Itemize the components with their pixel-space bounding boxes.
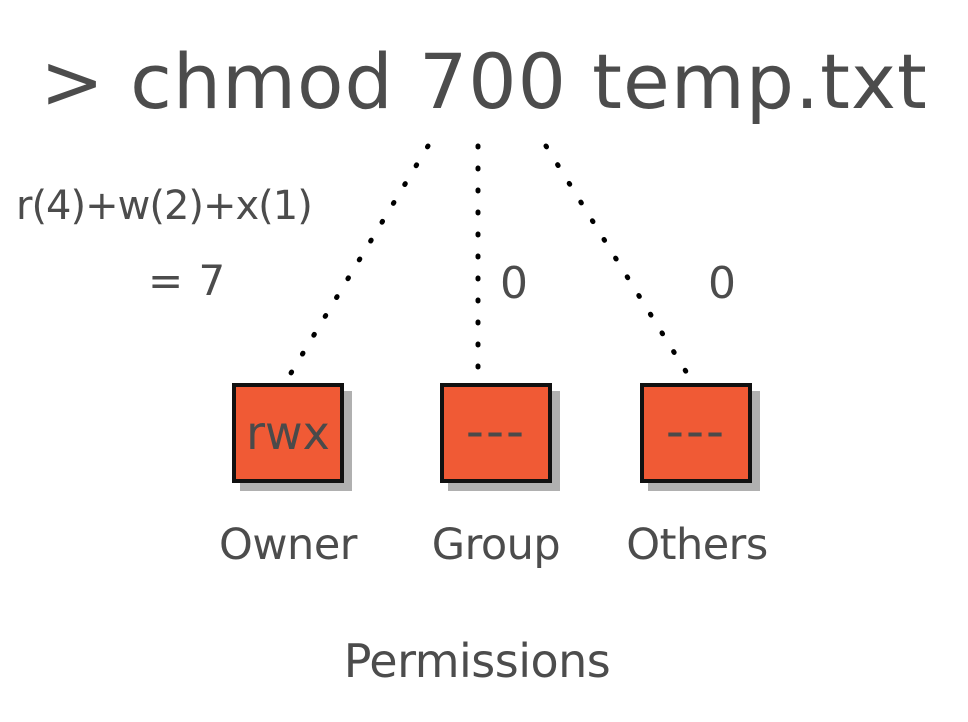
octal-digit-group: 0 bbox=[500, 258, 528, 309]
command-title: > chmod 700 temp.txt bbox=[40, 37, 928, 126]
permission-bits-group: --- bbox=[465, 402, 527, 460]
permission-box-owner[interactable]: rwx bbox=[232, 383, 344, 483]
permission-sum-expression: r(4)+w(2)+x(1) bbox=[16, 183, 313, 229]
class-label-others: Others bbox=[626, 520, 768, 570]
permission-bits-owner: rwx bbox=[246, 406, 330, 460]
permission-box-group[interactable]: --- bbox=[440, 383, 552, 483]
permission-sum-result: = 7 bbox=[148, 256, 227, 305]
octal-digit-others: 0 bbox=[708, 258, 736, 309]
class-label-group: Group bbox=[431, 520, 561, 570]
others-connector-line bbox=[543, 143, 693, 381]
permission-box-others[interactable]: --- bbox=[640, 383, 752, 483]
permission-bits-others: --- bbox=[665, 402, 727, 460]
owner-connector-line bbox=[285, 143, 431, 381]
diagram-caption: Permissions bbox=[343, 634, 611, 688]
class-label-owner: Owner bbox=[219, 520, 357, 570]
